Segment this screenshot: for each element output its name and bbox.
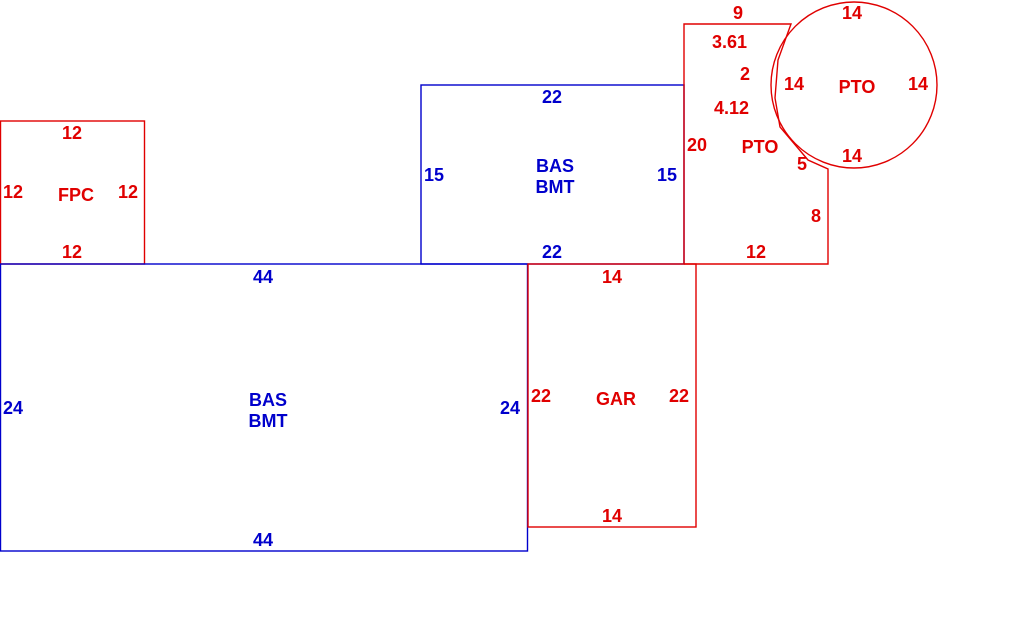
area-pto-circle: 14 14 14 14 PTO xyxy=(770,1,938,169)
fpc-top-dim: 12 xyxy=(62,123,82,143)
pto-circle-bottom-dim: 14 xyxy=(842,146,862,166)
pto-deck-left-dim: 20 xyxy=(687,135,707,155)
pto-deck-bottom-dim: 12 xyxy=(746,242,766,262)
area-fpc: 12 12 12 12 FPC xyxy=(0,120,146,265)
area-gar: 14 14 22 22 GAR xyxy=(527,263,697,528)
pto-deck-seg-2: 2 xyxy=(740,64,750,84)
pto-circle-label: PTO xyxy=(839,77,876,97)
gar-outline xyxy=(527,263,697,528)
pto-deck-outline xyxy=(683,23,829,265)
pto-deck-label: PTO xyxy=(742,137,779,157)
pto-circle-left-dim: 14 xyxy=(784,74,804,94)
fpc-right-dim: 12 xyxy=(118,182,138,202)
bas-main-label-bmt: BMT xyxy=(249,411,288,431)
bas-upper-bottom-dim: 22 xyxy=(542,242,562,262)
bas-upper-top-dim: 22 xyxy=(542,87,562,107)
pto-deck-right-dim: 8 xyxy=(811,206,821,226)
bas-upper-right-dim: 15 xyxy=(657,165,677,185)
bas-main-bottom-dim: 44 xyxy=(253,530,273,550)
bas-upper-label-bas: BAS xyxy=(536,156,574,176)
pto-circle-right-dim: 14 xyxy=(908,74,928,94)
area-bas-upper: 22 22 15 15 BAS BMT xyxy=(420,84,685,265)
pto-deck-diag-dim: 5 xyxy=(797,154,807,174)
bas-main-left-dim: 24 xyxy=(3,398,23,418)
gar-top-dim: 14 xyxy=(602,267,622,287)
bas-upper-label-bmt: BMT xyxy=(536,177,575,197)
gar-left-dim: 22 xyxy=(531,386,551,406)
pto-deck-seg-4-12: 4.12 xyxy=(714,98,749,118)
bas-main-top-dim: 44 xyxy=(253,267,273,287)
pto-deck-seg-3-61: 3.61 xyxy=(712,32,747,52)
bas-main-label-bas: BAS xyxy=(249,390,287,410)
bas-main-right-dim: 24 xyxy=(500,398,520,418)
gar-label: GAR xyxy=(596,389,636,409)
area-bas-main: 44 44 24 24 BAS BMT xyxy=(0,263,529,552)
pto-deck-top-dim: 9 xyxy=(733,3,743,23)
fpc-left-dim: 12 xyxy=(3,182,23,202)
gar-bottom-dim: 14 xyxy=(602,506,622,526)
bas-upper-left-dim: 15 xyxy=(424,165,444,185)
pto-circle-outline xyxy=(770,1,938,169)
fpc-label: FPC xyxy=(58,185,94,205)
area-pto-deck: 20 12 8 5 4.12 2 3.61 9 PTO xyxy=(683,3,829,265)
fpc-bottom-dim: 12 xyxy=(62,242,82,262)
pto-circle-top-dim: 14 xyxy=(842,3,862,23)
gar-right-dim: 22 xyxy=(669,386,689,406)
